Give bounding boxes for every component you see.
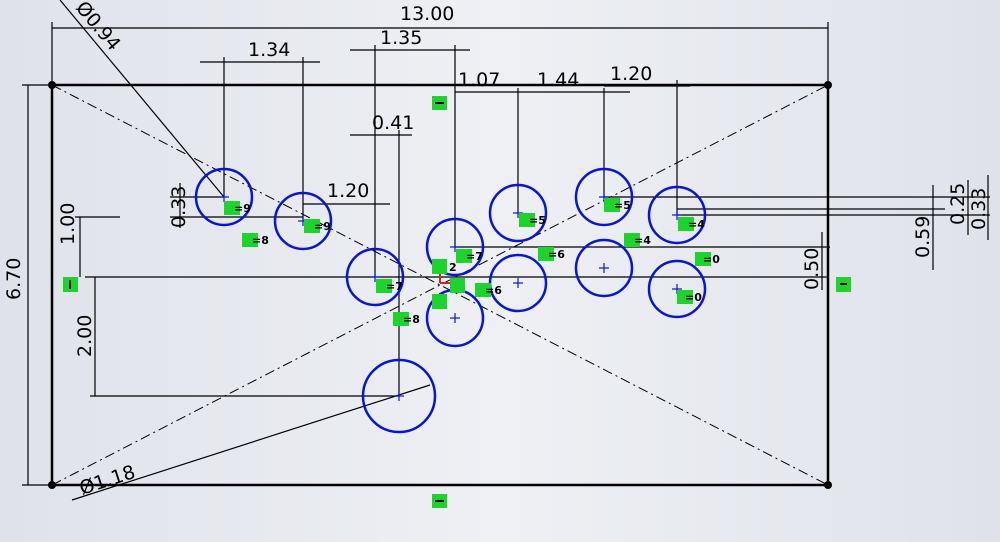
dimension[interactable]: 1.20 xyxy=(610,63,652,85)
relation-badge-fix[interactable] xyxy=(432,259,465,309)
relation-badge-coincident[interactable]: =0 xyxy=(677,290,702,304)
relation-badge-equal[interactable]: =5 xyxy=(519,213,546,227)
circle-center-marks xyxy=(219,192,682,401)
relation-badge-equal[interactable]: =6 xyxy=(538,247,565,261)
svg-text:=4: =4 xyxy=(634,234,651,247)
dimension-width[interactable]: 13.00 xyxy=(400,3,454,25)
dimension-lines xyxy=(22,0,990,501)
relation-badge-2[interactable]: 2 xyxy=(449,261,457,274)
circle[interactable] xyxy=(273,191,333,251)
svg-text:=4: =4 xyxy=(688,218,705,231)
dimension[interactable]: 1.00 xyxy=(57,203,79,245)
circle[interactable] xyxy=(425,217,485,277)
dimension[interactable]: 0.33 xyxy=(168,186,190,228)
relation-badge-equal[interactable]: =5 xyxy=(604,198,631,212)
relation-badge-equal[interactable]: =4 xyxy=(624,233,651,247)
construction-diagonal[interactable] xyxy=(51,84,829,486)
relation-badge-horizontal[interactable] xyxy=(432,96,447,110)
relation-badge-vertical[interactable] xyxy=(836,277,851,292)
circle[interactable] xyxy=(647,185,707,245)
svg-text:=8: =8 xyxy=(403,313,420,326)
circle[interactable] xyxy=(574,167,634,227)
relation-badge-horizontal[interactable] xyxy=(432,494,447,508)
relation-badges[interactable]: =9 =8 =9 =7 =8 =7 =6 =6 =5 =5 =4 =4 =0 =… xyxy=(63,96,851,508)
svg-text:=5: =5 xyxy=(614,199,631,212)
dimension[interactable]: 1.35 xyxy=(380,27,422,49)
rectangle-outline[interactable] xyxy=(50,83,830,487)
dimension[interactable]: 0.25 xyxy=(947,183,969,225)
circle[interactable] xyxy=(345,247,405,307)
dimension-diameter-large[interactable]: Ø1.18 xyxy=(77,461,138,500)
relation-badge-equal[interactable]: =8 xyxy=(393,312,420,326)
dimension[interactable]: 1.44 xyxy=(537,69,579,91)
relation-badge-equal[interactable]: =8 xyxy=(242,233,269,247)
circle[interactable] xyxy=(574,238,634,298)
svg-text:=7: =7 xyxy=(386,280,403,293)
dimension[interactable]: 0.59 xyxy=(912,216,934,258)
svg-text:=6: =6 xyxy=(548,248,565,261)
dimension[interactable]: 1.34 xyxy=(248,39,290,61)
circle-large[interactable] xyxy=(361,358,437,434)
relation-badge-equal[interactable]: =6 xyxy=(475,283,502,297)
dimension[interactable]: 2.00 xyxy=(74,315,96,357)
relation-badge-vertical[interactable] xyxy=(63,277,78,292)
svg-text:=0: =0 xyxy=(685,291,702,304)
circle[interactable] xyxy=(194,167,254,227)
relation-badge-equal[interactable]: =7 xyxy=(456,249,483,263)
svg-text:=9: =9 xyxy=(314,220,331,233)
construction-diagonal[interactable] xyxy=(51,84,829,486)
circles[interactable] xyxy=(194,167,707,434)
relation-badge-equal[interactable]: =9 xyxy=(304,219,331,233)
svg-text:=8: =8 xyxy=(252,234,269,247)
relation-badge-equal[interactable]: =9 xyxy=(224,201,251,215)
relation-badge-coincident[interactable]: =0 xyxy=(695,252,720,266)
relation-badge-equal[interactable]: =4 xyxy=(678,217,705,231)
svg-text:=5: =5 xyxy=(529,214,546,227)
dimension[interactable]: 0.50 xyxy=(801,248,823,290)
circle[interactable] xyxy=(488,183,548,243)
dimension[interactable]: 1.07 xyxy=(458,69,500,91)
svg-text:=0: =0 xyxy=(703,253,720,266)
dimension[interactable]: 0.41 xyxy=(372,112,414,134)
rectangle-vertices xyxy=(48,81,832,489)
relation-badge-equal[interactable]: =7 xyxy=(376,279,403,293)
svg-text:=9: =9 xyxy=(234,202,251,215)
dimension-height[interactable]: 6.70 xyxy=(3,258,25,300)
svg-text:2: 2 xyxy=(449,261,457,274)
dimension[interactable]: 0.33 xyxy=(968,188,990,230)
circle[interactable] xyxy=(647,259,707,319)
svg-text:=6: =6 xyxy=(485,284,502,297)
svg-text:=7: =7 xyxy=(466,250,483,263)
dimension[interactable]: 1.20 xyxy=(327,180,369,202)
